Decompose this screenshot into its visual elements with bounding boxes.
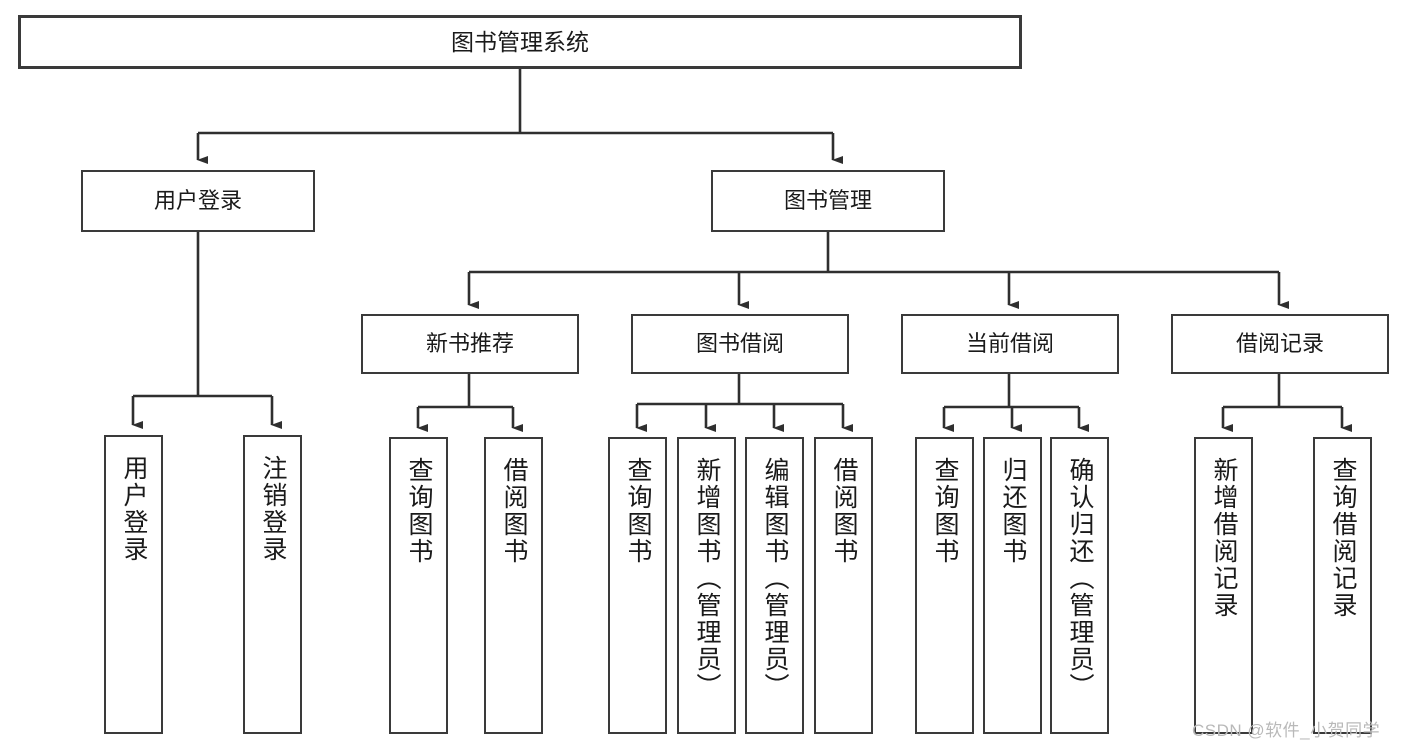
node-new-book-recommend[interactable]: 新书推荐 [361,314,579,374]
node-label: 借阅图书 [830,457,858,565]
leaf-book-borrow-query[interactable]: 查询图书 [608,437,667,734]
node-label: 新增借阅记录 [1210,457,1238,619]
node-label: 注销登录 [259,455,287,563]
leaf-current-borrow-return[interactable]: 归还图书 [983,437,1042,734]
node-borrow-record[interactable]: 借阅记录 [1171,314,1389,374]
leaf-borrow-record-add[interactable]: 新增借阅记录 [1194,437,1253,734]
node-label: 新增图书（管理员） [693,457,721,700]
node-current-borrow[interactable]: 当前借阅 [901,314,1119,374]
node-label: 借阅记录 [1235,331,1324,357]
node-book-borrow[interactable]: 图书借阅 [631,314,849,374]
node-label: 借阅图书 [500,457,528,565]
leaf-current-borrow-query[interactable]: 查询图书 [915,437,974,734]
leaf-book-borrow-add[interactable]: 新增图书（管理员） [677,437,736,734]
leaf-new-book-borrow[interactable]: 借阅图书 [484,437,543,734]
csdn-watermark: CSDN @软件_小贺同学 [1192,721,1381,740]
node-book-management[interactable]: 图书管理 [711,170,945,232]
leaf-book-borrow-edit[interactable]: 编辑图书（管理员） [745,437,804,734]
node-user-login[interactable]: 用户登录 [81,170,315,232]
node-label: 用户登录 [153,188,242,214]
leaf-borrow-record-query[interactable]: 查询借阅记录 [1313,437,1372,734]
node-label: 查询图书 [405,457,433,565]
node-label: 图书管理系统 [451,28,589,55]
leaf-book-borrow-borrow[interactable]: 借阅图书 [814,437,873,734]
node-root-book-management-system[interactable]: 图书管理系统 [18,15,1022,69]
node-label: 确认归还（管理员） [1066,457,1094,700]
node-label: 查询图书 [624,457,652,565]
node-label: 图书借阅 [695,331,784,357]
node-label: 归还图书 [999,457,1027,565]
leaf-user-login-login[interactable]: 用户登录 [104,435,163,734]
node-label: 编辑图书（管理员） [761,457,789,700]
leaf-new-book-query[interactable]: 查询图书 [389,437,448,734]
node-label: 查询借阅记录 [1329,457,1357,619]
node-label: 图书管理 [783,188,872,214]
node-label: 当前借阅 [965,331,1054,357]
node-label: 用户登录 [120,455,148,563]
leaf-user-login-logout[interactable]: 注销登录 [243,435,302,734]
node-label: 新书推荐 [425,331,514,357]
node-label: 查询图书 [931,457,959,565]
leaf-current-borrow-confirm-return[interactable]: 确认归还（管理员） [1050,437,1109,734]
